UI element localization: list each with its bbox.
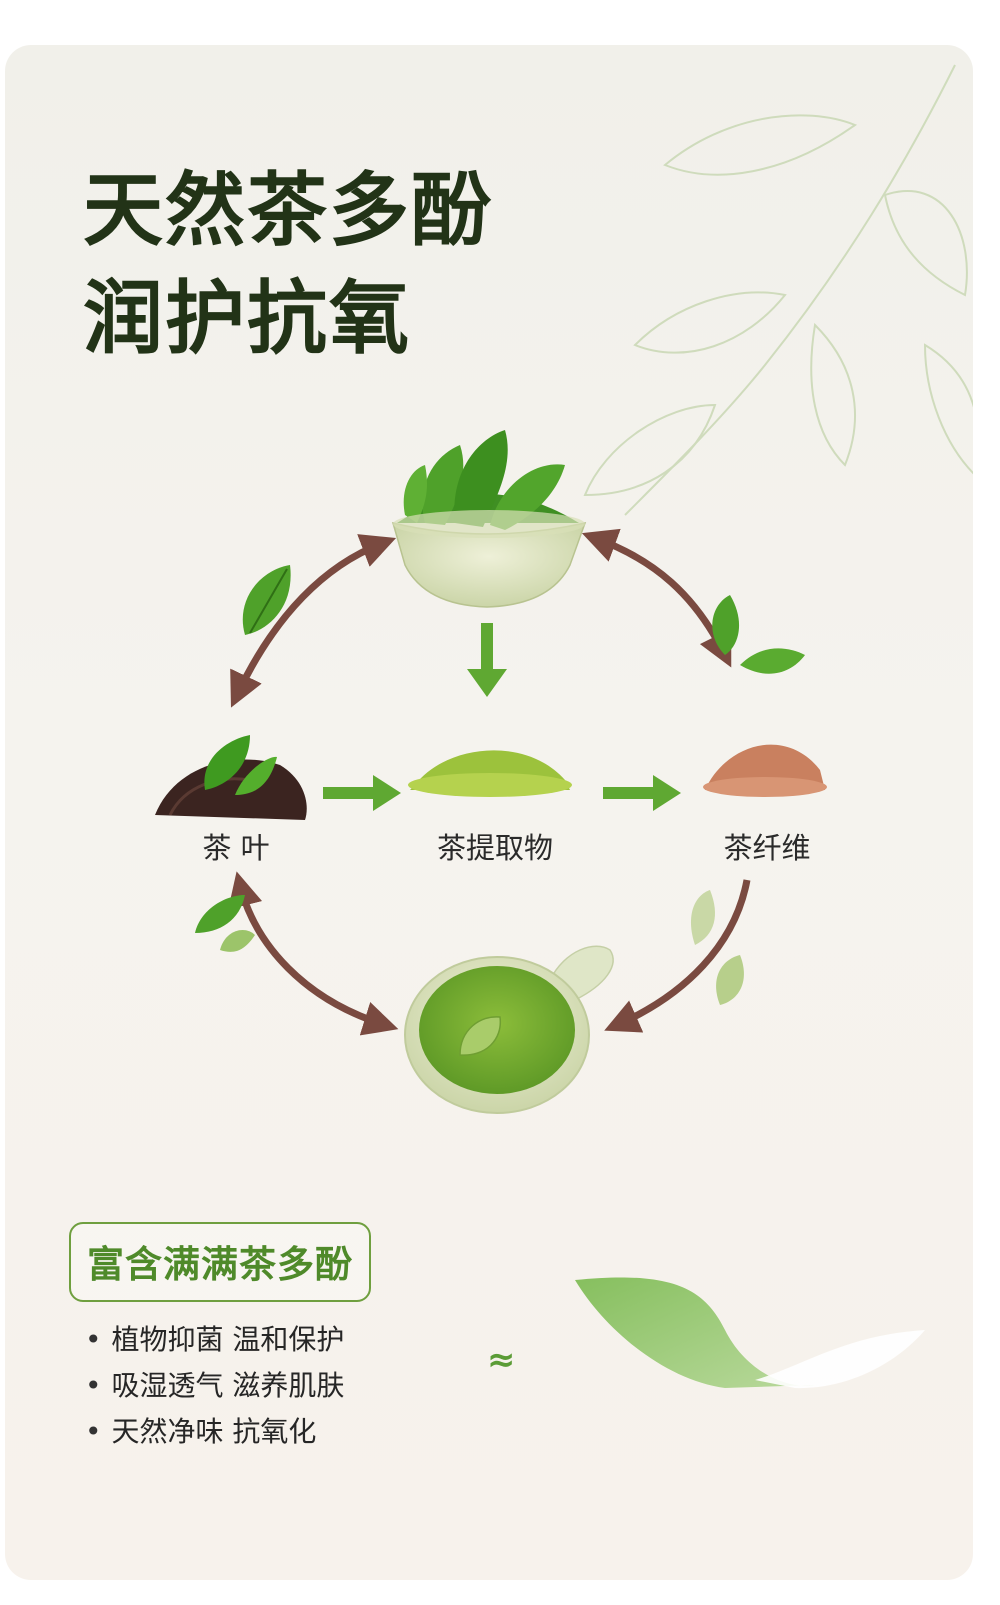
page-title: 天然茶多酚 润护抗氧 <box>83 157 493 373</box>
green-tea-powder-icon <box>408 750 572 797</box>
title-line-2: 润护抗氧 <box>83 272 411 365</box>
product-card: 天然茶多酚 润护抗氧 <box>5 45 973 1580</box>
arrow-bottom-left <box>228 871 399 1036</box>
decorative-tea-branch-icon <box>583 64 973 516</box>
node-label-tea-extract: 茶提取物 <box>436 831 554 865</box>
tea-cycle-diagram <box>155 430 827 1114</box>
process-arrow-right-2 <box>603 775 681 811</box>
list-item: 植物抑菌 温和保护 <box>85 1317 345 1363</box>
list-item: 天然净味 抗氧化 <box>85 1409 344 1455</box>
tea-leaf-bowl-icon <box>391 430 587 608</box>
process-arrow-down <box>467 623 507 697</box>
matcha-scoop-icon <box>404 945 614 1114</box>
benefit-list: 植物抑菌 温和保护 吸湿透气 滋养肌肤 天然净味 抗氧化 <box>85 1317 345 1455</box>
benefit-badge: 富含满满茶多酚 <box>69 1222 371 1302</box>
approx-symbol: ≈ <box>487 1340 516 1380</box>
arrow-bottom-right <box>604 879 751 1033</box>
list-item: 吸湿透气 滋养肌肤 <box>85 1363 345 1409</box>
node-label-tea-fiber: 茶纤维 <box>723 831 811 865</box>
process-arrow-right-1 <box>323 775 401 811</box>
node-label-tea-leaves: 茶 叶 <box>202 831 270 865</box>
arrow-top-right <box>581 528 732 668</box>
tea-leaves-pile-icon <box>155 735 307 820</box>
leaf-decoration-icon <box>195 565 805 1005</box>
leaf-swoosh-icon <box>575 1277 925 1389</box>
arrow-top-left <box>230 534 397 708</box>
tea-fiber-powder-icon <box>703 744 827 797</box>
title-line-1: 天然茶多酚 <box>83 164 493 257</box>
